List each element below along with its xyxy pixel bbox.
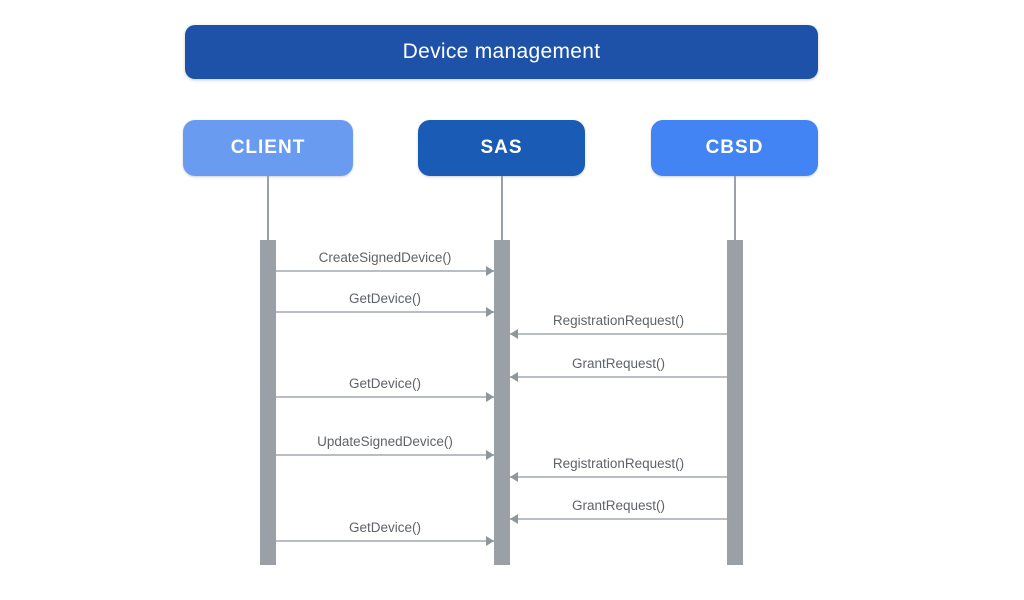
diagram-title-bar: Device management <box>185 25 818 79</box>
message-arrow <box>276 450 494 460</box>
arrowhead-icon <box>486 536 494 546</box>
message-label: GetDevice() <box>348 291 421 306</box>
actor-box-client: CLIENT <box>183 120 353 176</box>
lifeline-cbsd <box>734 176 736 240</box>
arrowhead-icon <box>510 472 518 482</box>
actor-box-cbsd: CBSD <box>651 120 818 176</box>
actor-label-client: CLIENT <box>230 137 306 158</box>
message-label: GrantRequest() <box>571 356 666 371</box>
message-label: GetDevice() <box>348 376 421 391</box>
lifeline-sas <box>501 176 503 240</box>
arrowhead-icon <box>486 392 494 402</box>
arrowhead-icon <box>486 307 494 317</box>
message-arrow <box>276 307 494 317</box>
message-label: UpdateSignedDevice() <box>317 434 453 449</box>
arrowhead-icon <box>486 450 494 460</box>
diagram-title: Device management <box>402 40 601 63</box>
message-label: GetDevice() <box>348 520 421 535</box>
message-arrow <box>276 266 494 276</box>
activation-bar-cbsd <box>727 240 743 565</box>
actor-label-sas: SAS <box>480 137 523 158</box>
arrowhead-icon <box>510 514 518 524</box>
activation-bar-client <box>260 240 276 565</box>
actor-label-cbsd: CBSD <box>705 137 764 158</box>
message-label: RegistrationRequest() <box>552 313 685 328</box>
message-arrow <box>510 372 727 382</box>
activation-bar-sas <box>494 240 510 565</box>
message-label: RegistrationRequest() <box>552 456 685 471</box>
lifeline-client <box>267 176 269 240</box>
message-arrow <box>510 514 727 524</box>
message-label: GrantRequest() <box>571 498 666 513</box>
arrowhead-icon <box>510 372 518 382</box>
actor-box-sas: SAS <box>418 120 585 176</box>
message-label: CreateSignedDevice() <box>318 250 452 265</box>
message-arrow <box>510 329 727 339</box>
arrowhead-icon <box>486 266 494 276</box>
message-arrow <box>510 472 727 482</box>
arrowhead-icon <box>510 329 518 339</box>
message-arrow <box>276 536 494 546</box>
message-arrow <box>276 392 494 402</box>
